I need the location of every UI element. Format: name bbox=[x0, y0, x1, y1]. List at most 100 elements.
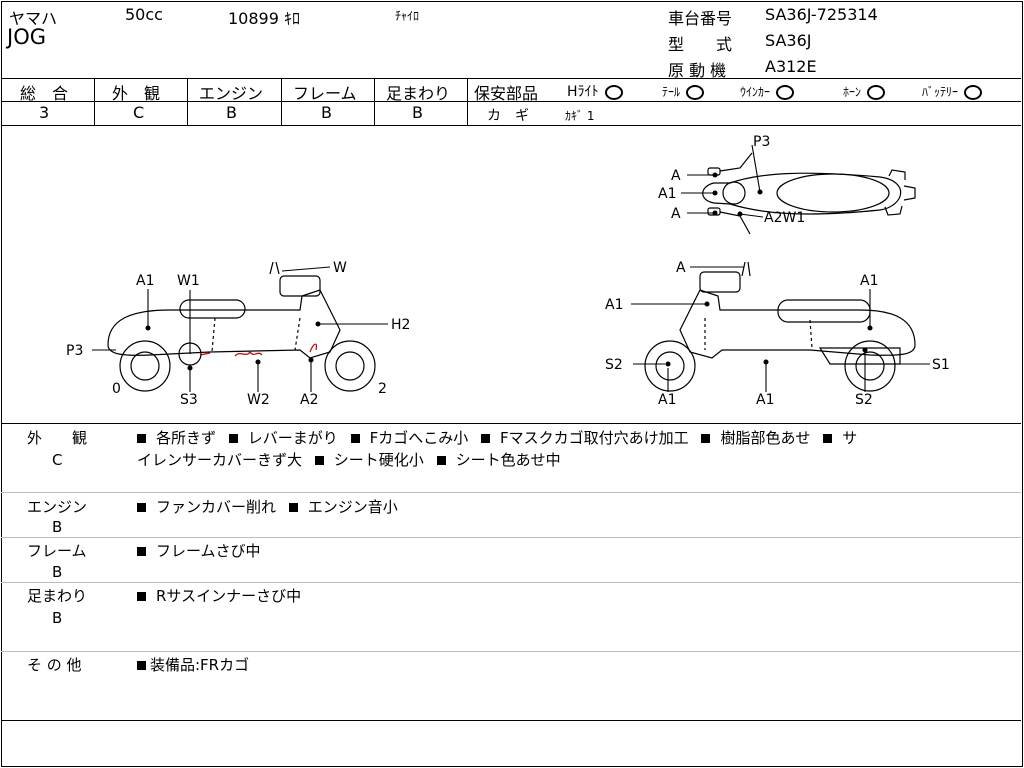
remarks-frame-line: フレームさび中 bbox=[137, 540, 261, 562]
maker: ヤマハ bbox=[9, 9, 58, 28]
bullet-icon bbox=[481, 433, 491, 443]
grade-sep-1 bbox=[94, 78, 95, 125]
engine-value: A312E bbox=[765, 57, 817, 76]
bullet-icon bbox=[137, 433, 146, 443]
remarks-exterior-grade: C bbox=[52, 451, 63, 469]
remarks-sep-4 bbox=[1, 651, 1021, 652]
remarks-frame-label: フレーム bbox=[27, 542, 87, 560]
scooter-top-view bbox=[702, 152, 916, 235]
label-right-a1-bm: A1 bbox=[756, 392, 774, 408]
label-right-s1: S1 bbox=[932, 357, 950, 373]
engine-label: 原 動 機 bbox=[668, 61, 727, 80]
ok-circle-icon bbox=[604, 84, 623, 100]
remarks-exterior-line2: イレンサーカバーきず大 シート硬化小 シート色あせ中 bbox=[137, 451, 561, 469]
remarks-bottom-line bbox=[1, 720, 1021, 721]
label-right-s2-left: S2 bbox=[605, 357, 623, 373]
frame-grade-label: フレーム bbox=[293, 84, 357, 103]
label-left-0: 0 bbox=[112, 381, 121, 397]
ok-circle-icon bbox=[866, 85, 885, 100]
remarks-suspension-grade: B bbox=[52, 609, 63, 627]
bullet-icon bbox=[701, 433, 711, 443]
label-right-a: A bbox=[676, 260, 686, 276]
remarks-engine-label: エンジン bbox=[27, 498, 88, 516]
label-top-a1: A1 bbox=[658, 186, 676, 202]
engine-grade-label: エンジン bbox=[199, 84, 264, 103]
suspension-grade: B bbox=[412, 103, 423, 122]
bullet-icon bbox=[137, 546, 146, 556]
remarks-other-label: そ の 他 bbox=[27, 656, 82, 674]
remarks-sep-1 bbox=[1, 492, 1021, 493]
frame-no: SA36J-725314 bbox=[765, 5, 878, 24]
suspension-grade-label: 足まわり bbox=[386, 84, 451, 103]
safety-battery: ﾊﾞｯﾃﾘｰ bbox=[922, 83, 982, 100]
safety-tail: ﾃｰﾙ bbox=[662, 83, 704, 100]
safety-label: 保安部品 bbox=[474, 84, 539, 103]
scooter-diagram: P3 A A1 A A2W1 A1 W1 W H2 P3 0 S3 W2 A2 … bbox=[66, 134, 950, 408]
bullet-icon bbox=[823, 433, 833, 443]
ok-circle-icon bbox=[685, 85, 704, 100]
scooter-right-view bbox=[644, 261, 916, 392]
model-name: JOG bbox=[7, 25, 46, 49]
remarks-exterior-line1: 各所きず レバーまがり Fカゴへこみ小 Fマスクカゴ取付穴あけ加工 樹脂部色あせ… bbox=[137, 427, 857, 449]
label-left-s3: S3 bbox=[180, 392, 198, 408]
label-left-p3: P3 bbox=[66, 343, 83, 359]
label-top-a-lower: A bbox=[671, 206, 681, 222]
remarks-frame-grade: B bbox=[52, 563, 63, 581]
label-right-s2-right: S2 bbox=[855, 392, 873, 408]
grade-top-line bbox=[1, 78, 1021, 79]
grade-mid-line bbox=[1, 101, 467, 102]
key-label: カ ギ bbox=[487, 108, 529, 124]
engine-grade: B bbox=[226, 103, 237, 122]
type-label: 型 式 bbox=[668, 35, 733, 54]
frame-no-label: 車台番号 bbox=[668, 9, 733, 28]
damage-marks bbox=[199, 343, 318, 357]
type-value: SA36J bbox=[765, 31, 812, 50]
label-left-w1: W1 bbox=[177, 273, 200, 289]
remarks-exterior-label: 外 観 bbox=[27, 429, 88, 447]
diagram-bottom-line bbox=[1, 423, 1021, 424]
label-top-p3: P3 bbox=[753, 134, 770, 150]
bullet-icon bbox=[288, 502, 298, 512]
bullet-icon bbox=[314, 455, 324, 465]
label-left-w: W bbox=[333, 260, 347, 276]
remarks-suspension-label: 足まわり bbox=[27, 587, 88, 605]
label-left-a2: A2 bbox=[300, 392, 318, 408]
frame-grade: B bbox=[321, 103, 332, 122]
remarks-sep-3 bbox=[1, 582, 1021, 583]
overall-grade: 3 bbox=[39, 103, 50, 122]
label-left-w2: W2 bbox=[247, 392, 270, 408]
grade-sep-4 bbox=[374, 78, 375, 125]
label-right-a1-bl: A1 bbox=[658, 392, 676, 408]
overall-label: 総 合 bbox=[20, 84, 69, 103]
displacement: 50cc bbox=[125, 5, 163, 24]
remarks-sep-2 bbox=[1, 537, 1021, 538]
exterior-grade: C bbox=[133, 103, 145, 122]
safety-horn: ﾎｰﾝ bbox=[843, 83, 885, 100]
remarks-other-line: 装備品:FRカゴ bbox=[137, 654, 249, 676]
safety-winker: ｳｲﾝｶｰ bbox=[740, 83, 794, 100]
grade-bottom-line bbox=[1, 125, 1021, 126]
remarks-engine-line: ファンカバー削れ エンジン音小 bbox=[137, 496, 398, 518]
key-value: ｶｷﾞ 1 bbox=[565, 109, 595, 123]
scooter-left-view bbox=[107, 261, 376, 392]
grade-sep-3 bbox=[281, 78, 282, 125]
bullet-icon bbox=[137, 591, 146, 601]
label-left-h2: H2 bbox=[391, 317, 410, 333]
bullet-icon bbox=[436, 455, 446, 465]
bullet-icon bbox=[137, 502, 146, 512]
label-top-a: A bbox=[671, 168, 681, 184]
bullet-icon bbox=[228, 433, 238, 443]
label-right-a1-left: A1 bbox=[605, 297, 623, 313]
safety-mid-line bbox=[467, 101, 1021, 102]
bullet-icon bbox=[137, 660, 146, 670]
remarks-suspension-line: Rサスインナーさび中 bbox=[137, 585, 301, 607]
color: ﾁｬｲﾛ bbox=[395, 9, 420, 23]
safety-headlight: Hﾗｲﾄ bbox=[567, 81, 623, 101]
exterior-label: 外 観 bbox=[112, 84, 161, 103]
grade-sep-2 bbox=[187, 78, 188, 125]
ok-circle-icon bbox=[775, 85, 794, 100]
grade-sep-5 bbox=[467, 78, 468, 125]
mileage: 10899 ｷﾛ bbox=[228, 9, 300, 28]
label-top-a2w1: A2W1 bbox=[764, 210, 805, 226]
